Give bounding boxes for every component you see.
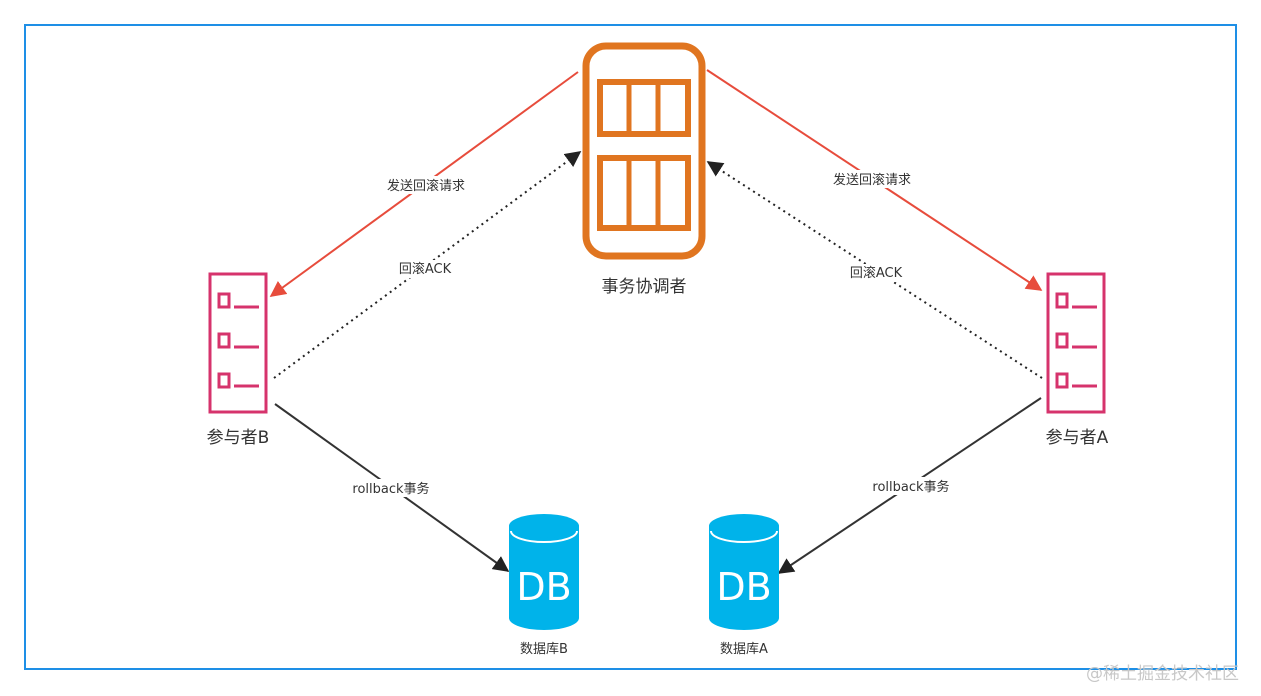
database-icon: DB [709, 514, 779, 630]
svg-text:DB: DB [716, 565, 771, 609]
svg-text:rollback事务: rollback事务 [352, 481, 429, 497]
server-list-icon [208, 272, 268, 414]
diagram-frame [24, 24, 1237, 670]
database-b-node: DB 数据库B [509, 514, 579, 657]
edge-label-rollback-a: rollback事务 [870, 477, 952, 495]
svg-text:发送回滚请求: 发送回滚请求 [387, 178, 465, 194]
coordinator-node: 事务协调者 [582, 42, 706, 297]
svg-text:回滚ACK: 回滚ACK [399, 261, 452, 277]
edge-label-ack-left: 回滚ACK [394, 260, 456, 278]
server-rack-icon [582, 42, 706, 260]
edge-label-request-right: 发送回滚请求 [830, 170, 914, 188]
edge-label-ack-right: 回滚ACK [845, 264, 907, 282]
edge-label-rollback-b: rollback事务 [350, 479, 432, 497]
edge-label-request-left: 发送回滚请求 [384, 176, 468, 194]
svg-text:回滚ACK: 回滚ACK [850, 265, 903, 281]
database-b-label: 数据库B [520, 641, 568, 657]
svg-text:rollback事务: rollback事务 [872, 479, 949, 495]
server-list-icon [1046, 272, 1106, 414]
database-a-label: 数据库A [720, 641, 768, 657]
coordinator-label: 事务协调者 [602, 277, 687, 297]
participant-a-node: 参与者A [1046, 272, 1109, 448]
database-icon: DB [509, 514, 579, 630]
participant-b-label: 参与者B [207, 428, 270, 448]
watermark: @稀土掘金技术社区 [1086, 664, 1239, 684]
svg-text:发送回滚请求: 发送回滚请求 [833, 172, 911, 188]
participant-a-label: 参与者A [1046, 428, 1109, 448]
database-a-node: DB 数据库A [709, 514, 779, 657]
participant-b-node: 参与者B [207, 272, 270, 448]
svg-text:DB: DB [516, 565, 571, 609]
